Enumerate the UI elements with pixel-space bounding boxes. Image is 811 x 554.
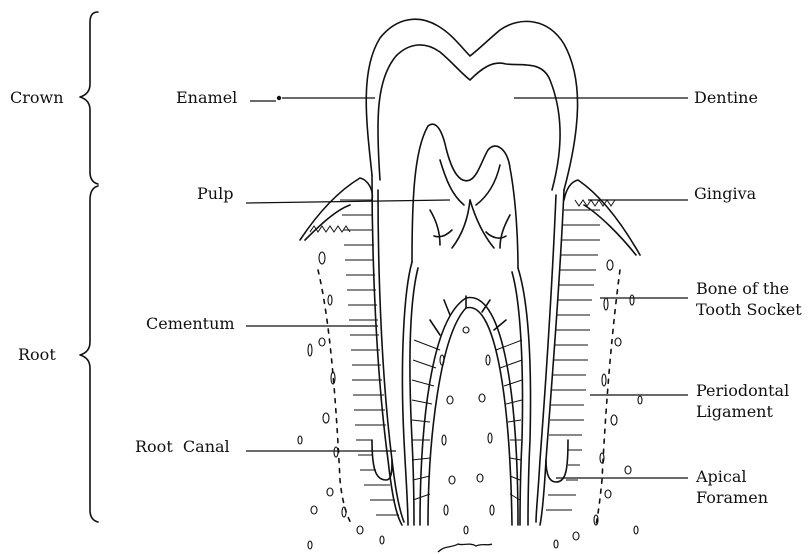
root-canal-left-inner xyxy=(410,268,418,525)
periodontal-ligament-label: Periodontal Ligament xyxy=(696,380,789,422)
root-outer-right xyxy=(540,190,564,525)
bone-socket-label-line2: Tooth Socket xyxy=(696,299,802,320)
artist-signature xyxy=(438,544,492,552)
apical-foramen-label: Apical Foramen xyxy=(696,466,768,508)
enamel-outline xyxy=(366,19,577,190)
apex-right xyxy=(546,440,568,482)
enamel-label: Enamel xyxy=(176,88,237,108)
cementum-label: Cementum xyxy=(146,314,235,334)
periodontal-ligament-label-line2: Ligament xyxy=(696,401,789,422)
dentine-enamel-junction xyxy=(378,45,560,190)
root-brace xyxy=(80,186,98,522)
pulp-chamber xyxy=(412,124,518,268)
apical-foramen-label-line1: Apical xyxy=(696,466,768,487)
dentine-label: Dentine xyxy=(694,88,758,108)
bone-socket-label: Bone of the Tooth Socket xyxy=(696,278,802,320)
gingiva-right xyxy=(564,180,640,255)
apical-foramen-label-line2: Foramen xyxy=(696,487,768,508)
crown-brace xyxy=(80,12,98,184)
root-label: Root xyxy=(18,345,56,365)
gingiva-label: Gingiva xyxy=(694,184,756,204)
periodontal-ligament-label-line1: Periodontal xyxy=(696,380,789,401)
crown-label: Crown xyxy=(10,88,64,108)
bone-socket-label-line1: Bone of the xyxy=(696,278,802,299)
pulp-label: Pulp xyxy=(197,184,233,204)
bone-socket-left xyxy=(318,270,352,525)
root-canal-label: Root Canal xyxy=(135,437,230,457)
